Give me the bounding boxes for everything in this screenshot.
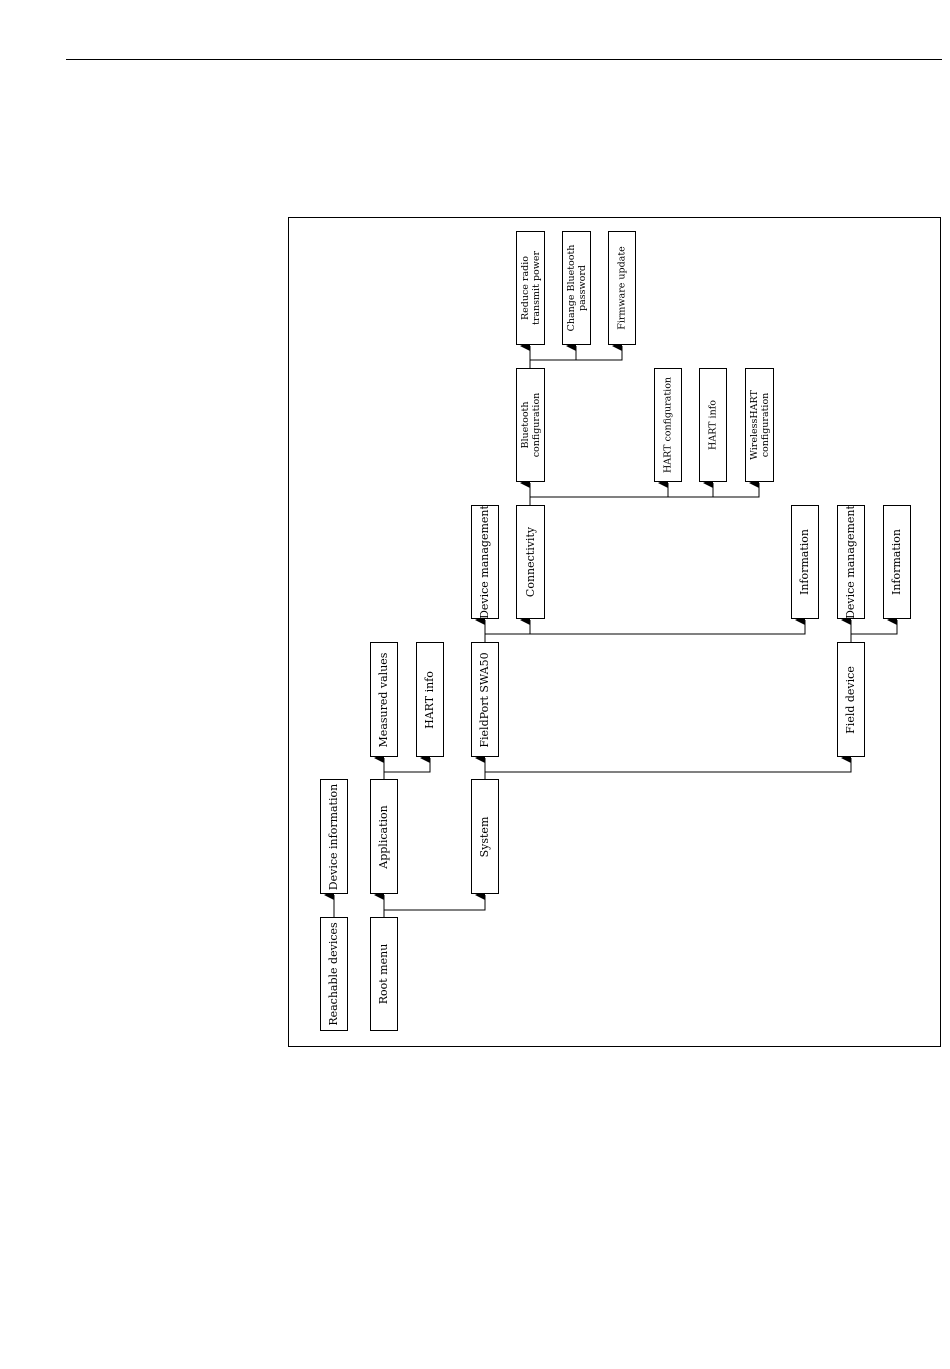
- node-label: HART configuration: [662, 376, 674, 474]
- edge-bt-changepw: [530, 341, 577, 361]
- node-hart-info-connectivity: HART info: [699, 368, 727, 482]
- edge-conn-hartconfig: [530, 478, 669, 498]
- node-label: Firmware update: [616, 246, 628, 330]
- edge-fielddevice-information: [851, 615, 898, 635]
- node-label: Connectivity: [523, 526, 537, 598]
- node-change-bluetooth-password: Change Bluetooth password: [562, 231, 591, 345]
- diagram-frame: [288, 217, 941, 1047]
- edge-fieldport-connectivity: [485, 615, 531, 635]
- node-firmware-update: Firmware update: [608, 231, 636, 345]
- node-label: Change Bluetooth password: [565, 244, 588, 332]
- node-label: Information: [798, 528, 811, 596]
- node-label: Application: [377, 804, 390, 869]
- node-device-information: Device information: [320, 779, 348, 894]
- node-label: Information: [890, 528, 903, 596]
- node-wirelesshart-configuration: WirelessHART configuration: [745, 368, 774, 482]
- node-label: Bluetooth configuration: [519, 392, 542, 458]
- edge-system-fielddevice: [485, 753, 852, 773]
- node-information-fielddevice: Information: [883, 505, 911, 619]
- header-rule: [66, 59, 942, 60]
- node-label: HART info: [707, 400, 719, 450]
- node-system: System: [471, 779, 499, 894]
- node-label: Measured values: [377, 652, 390, 747]
- edge-root-system: [383, 890, 486, 917]
- node-label: Device management: [478, 505, 491, 619]
- node-label: Device information: [327, 783, 340, 890]
- node-hart-configuration: HART configuration: [654, 368, 682, 482]
- node-label: System: [478, 816, 491, 857]
- node-reduce-radio-transmit-power: Reduce radio transmit power: [516, 231, 545, 345]
- node-label: Root menu: [377, 943, 390, 1005]
- edge-conn-wirelesshart: [713, 478, 760, 498]
- node-hart-info-app: HART info: [416, 642, 444, 757]
- edge-bt-firmware: [576, 341, 623, 361]
- node-measured-values: Measured values: [370, 642, 398, 757]
- node-label: Field device: [844, 665, 857, 734]
- edge-conn-hartinfo: [668, 478, 714, 498]
- node-label: HART info: [423, 670, 436, 729]
- node-device-management-fieldport: Device management: [471, 505, 499, 619]
- node-field-device: Field device: [837, 642, 865, 757]
- node-device-management-fielddevice: Device management: [837, 505, 865, 619]
- node-label: WirelessHART configuration: [748, 390, 771, 460]
- node-reachable-devices: Reachable devices: [320, 917, 348, 1031]
- node-root-menu: Root menu: [370, 917, 398, 1031]
- node-connectivity: Connectivity: [516, 505, 545, 619]
- node-application: Application: [370, 779, 398, 894]
- node-fieldport-swa50: FieldPort SWA50: [471, 642, 499, 757]
- node-label: Reduce radio transmit power: [519, 251, 542, 325]
- node-label: Device management: [844, 505, 857, 619]
- edge-app-hartinfo: [384, 753, 431, 773]
- edge-fieldport-information: [530, 615, 806, 635]
- node-information-fieldport: Information: [791, 505, 819, 619]
- node-bluetooth-configuration: Bluetooth configuration: [516, 368, 545, 482]
- node-label: FieldPort SWA50: [478, 651, 491, 748]
- node-label: Reachable devices: [327, 922, 340, 1026]
